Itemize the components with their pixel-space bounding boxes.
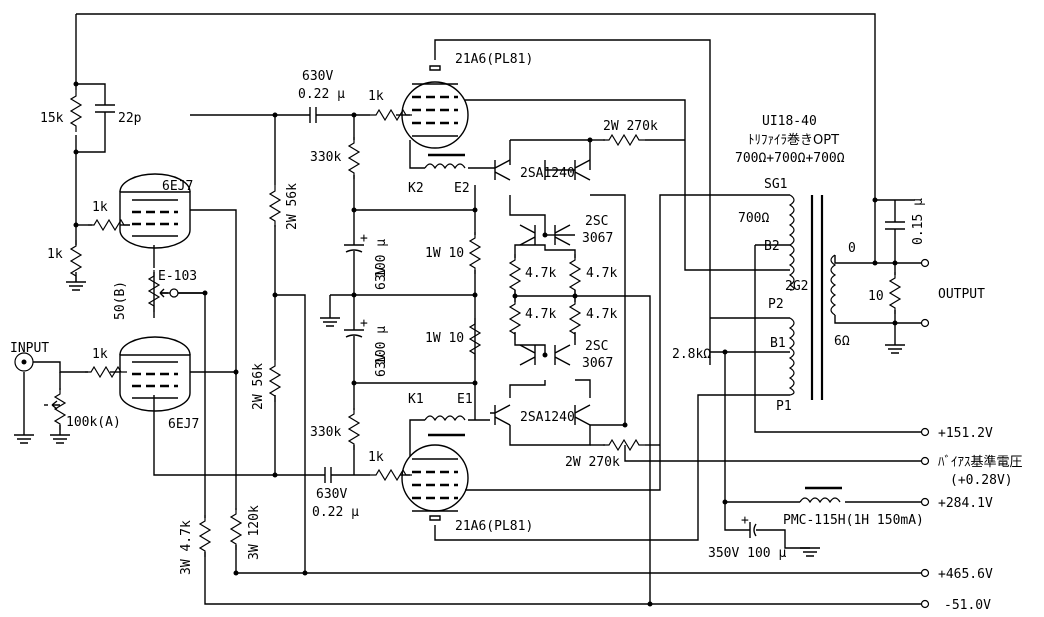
label-opt-desc: ﾄﾘﾌｧｲﾗ巻きOPT (748, 133, 839, 148)
label-v63-bot: 63V (374, 353, 389, 377)
label-c100u-top: 100 μ (374, 239, 389, 278)
label-zero: 0 (848, 241, 856, 256)
label-g2g2: 2G2 (785, 279, 808, 294)
label-c350: 350V 100 μ (708, 546, 786, 561)
label-vr100k: 100k(A) (66, 415, 121, 430)
label-c-630v-top: 630V (302, 69, 333, 84)
transistors (490, 159, 591, 426)
label-b1: B1 (770, 336, 786, 351)
svg-text:+: + (741, 513, 749, 528)
label-r-330k-top: 330k (310, 150, 341, 165)
potentiometers (44, 269, 168, 431)
label-tube-6ej7-top: 6EJ7 (162, 179, 193, 194)
label-r-1w10-bot: 1W 10 (425, 331, 464, 346)
label-q-3067-bot: 3067 (582, 356, 613, 371)
label-r-1k-grid-bot: 1k (368, 450, 384, 465)
label-v465: +465.6V (938, 567, 993, 582)
label-r-2w270k-top: 2W 270k (603, 119, 658, 134)
label-k1: K1 (408, 392, 424, 407)
label-p2: P2 (768, 297, 784, 312)
label-r-3w120k: 3W 120k (247, 505, 262, 560)
label-tube-bot: 21A6(PL81) (455, 519, 533, 534)
label-c015: 0.15 μ (911, 198, 926, 245)
label-r47k-c: 4.7k (525, 307, 556, 322)
label-r47k-a: 4.7k (525, 266, 556, 281)
label-r-1k-fb: 1k (92, 200, 108, 215)
label-opt-imp: 700Ω+700Ω+700Ω (735, 151, 845, 166)
label-bias: ﾊﾞｲｱｽ基準電圧 (938, 454, 1023, 470)
label-tube-6ej7-bot: 6EJ7 (168, 417, 199, 432)
output-transformer (788, 194, 837, 400)
label-q-2sc-bot: 2SC (585, 339, 608, 354)
inductors (424, 153, 842, 504)
label-c-022u-bot: 0.22 μ (312, 505, 359, 520)
label-q-2sa1240-bot: 2SA1240 (520, 410, 575, 425)
label-v284: +284.1V (938, 496, 993, 511)
label-bias-val: (+0.28V) (950, 473, 1013, 488)
label-ohm6: 6Ω (834, 334, 850, 349)
label-vr50b: 50(B) (113, 281, 128, 320)
label-e1: E1 (457, 392, 473, 407)
svg-text:+: + (360, 231, 368, 246)
terminals (14, 258, 930, 609)
label-output: OUTPUT (938, 287, 985, 302)
label-r-1w10-top: 1W 10 (425, 246, 464, 261)
label-tube-top: 21A6(PL81) (455, 52, 533, 67)
label-r-1k-grid-top: 1k (368, 89, 384, 104)
label-v51: -51.0V (944, 598, 991, 613)
vacuum-tubes (119, 65, 469, 521)
junctions (73, 81, 898, 607)
label-pmc: PMC-115H(1H 150mA) (783, 513, 924, 528)
label-k2: K2 (408, 181, 424, 196)
label-ohm700: 700Ω (738, 211, 769, 226)
label-opt-name: UI18-40 (762, 114, 817, 129)
capacitors: + + + (95, 104, 905, 538)
label-r-2w270k-bot: 2W 270k (565, 455, 620, 470)
label-r-2w56k-low: 2W 56k (251, 363, 266, 410)
label-r-1k-in: 1k (92, 347, 108, 362)
label-b2: B2 (764, 239, 780, 254)
svg-text:+: + (360, 316, 368, 331)
label-r-3w47k: 3W 4.7k (179, 520, 194, 575)
label-r-330k-bot: 330k (310, 425, 341, 440)
label-p1: P1 (776, 399, 792, 414)
label-c100u-bot: 100 μ (374, 326, 389, 365)
label-q-2sc-top: 2SC (585, 214, 608, 229)
label-r-15k: 15k (40, 111, 64, 126)
grounds (14, 281, 905, 557)
label-r10: 10 (868, 289, 884, 304)
label-input: INPUT (10, 341, 49, 356)
label-c-022u-top: 0.22 μ (298, 87, 345, 102)
label-c-630v-bot: 630V (316, 487, 347, 502)
label-r47k-d: 4.7k (586, 307, 617, 322)
label-q-2sa1240-top: 2SA1240 (520, 166, 575, 181)
label-r-2w56k-mid: 2W 56k (285, 183, 300, 230)
label-q-3067-top: 3067 (582, 231, 613, 246)
label-r28k: 2.8kΩ (672, 347, 711, 362)
label-v63-top: 63V (374, 266, 389, 290)
label-v151: +151.2V (938, 426, 993, 441)
label-c-22p: 22p (118, 111, 142, 126)
label-e2: E2 (454, 181, 470, 196)
label-sg1: SG1 (764, 177, 787, 192)
labels: 630V 0.22 μ 1k 21A6(PL81) 15k 22p 1k 1k … (10, 52, 1023, 613)
label-r47k-b: 4.7k (586, 266, 617, 281)
label-e103: E-103 (158, 269, 197, 284)
label-r-1k-bottom: 1k (47, 247, 63, 262)
